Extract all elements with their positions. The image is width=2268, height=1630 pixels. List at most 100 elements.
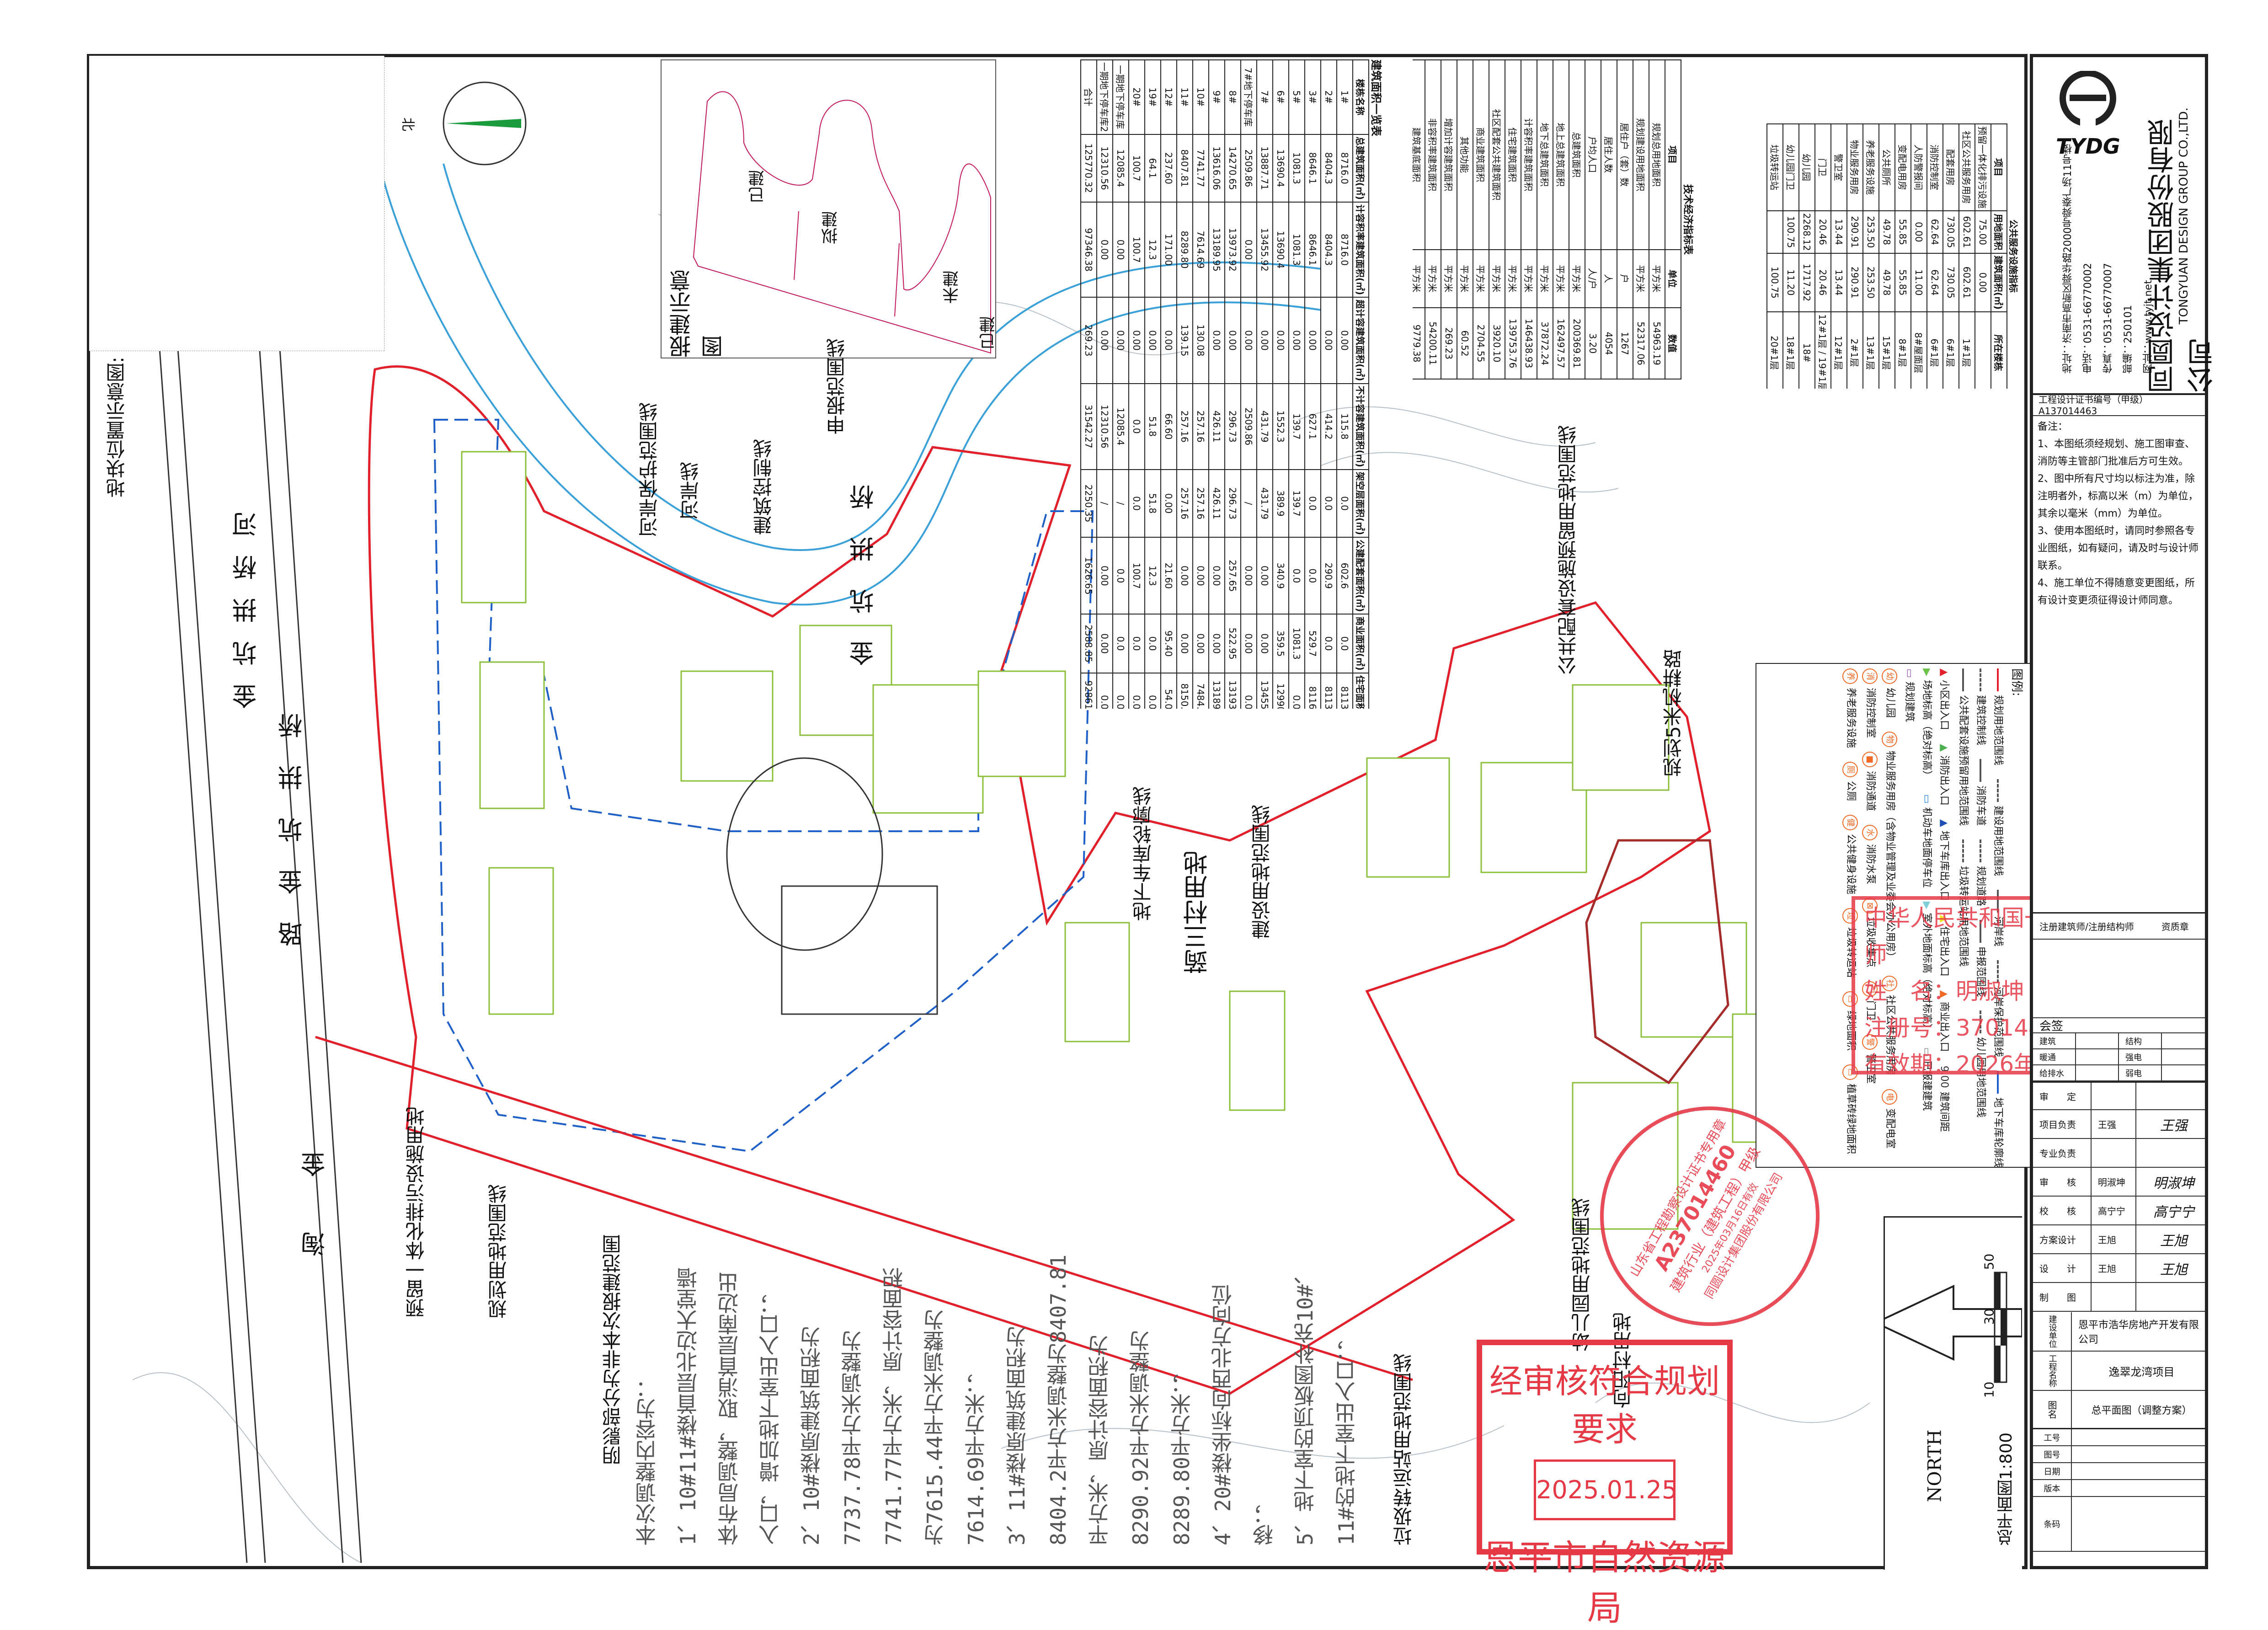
- legend-facility-item: 厕公厕: [1842, 762, 1859, 801]
- facility-table-cell: [1767, 211, 1783, 253]
- river-lines: [379, 163, 1322, 606]
- area-table-cell: 12310.56: [1097, 134, 1113, 203]
- area-table-cell: 0.00: [1305, 297, 1321, 384]
- tech-table-cell: 其他功能: [1457, 60, 1473, 250]
- area-table-cell: 0.0: [1289, 537, 1305, 615]
- area-table-cell: 64.1: [1145, 134, 1161, 203]
- legend-line-item: 建筑控制线: [1974, 668, 1989, 745]
- area-table-cell: 0.00: [1257, 537, 1273, 615]
- facility-table-cell: 290.91: [1847, 211, 1863, 253]
- legend-symbol-icon: ▭: [1921, 794, 1932, 804]
- area-table-cell: 431.79: [1257, 383, 1273, 470]
- facility-table-cell: 8#1层: [1895, 312, 1911, 389]
- area-table-header: 计容积率建筑面积(㎡): [1353, 202, 1369, 298]
- meta-label: 条码: [2033, 1497, 2072, 1551]
- area-table-cell: 0.0: [1337, 469, 1353, 538]
- tech-table-cell: 住宅建筑面积: [1505, 60, 1521, 250]
- area-table-cell: 627.1: [1305, 383, 1321, 470]
- legend-line-label: 公共配套设施预留用地范围线: [1958, 695, 1969, 826]
- area-table-cell: 11#: [1177, 60, 1193, 134]
- area-table-cell: 8404.3: [1321, 202, 1337, 298]
- facility-table-cell: 15#1层: [1879, 312, 1895, 389]
- legend-symbol-icon: ▭: [1904, 668, 1915, 678]
- area-table-cell: 8716.0: [1337, 202, 1353, 298]
- area-table-cell: 269.23: [1081, 297, 1097, 384]
- tech-table-cell: 200369.81: [1569, 308, 1585, 379]
- area-table-cell: 3#: [1305, 60, 1321, 134]
- tech-table-cell: 计容积率建筑面积: [1521, 60, 1537, 250]
- facility-table-cell: 6#1层: [1943, 312, 1959, 389]
- facility-table-header: 用地面积: [1991, 211, 2007, 253]
- legend-facility-label: 消防通道: [1865, 771, 1876, 812]
- legend-line-swatch: [1980, 759, 1981, 782]
- area-table-cell: 13690.4: [1273, 134, 1289, 203]
- legend-facility-item: 消消防控制室: [1862, 668, 1879, 738]
- countersign-cell: [2162, 1065, 2205, 1080]
- tech-table-header: 项目: [1665, 60, 1681, 250]
- label-garbage-line: 垃圾转运站用地范围线: [1393, 1353, 1415, 1545]
- countersign-cell: 结构: [2119, 1033, 2162, 1048]
- facility-table-cell: 2268.12: [1799, 211, 1815, 253]
- area-table-cell: 0.00: [1241, 537, 1257, 615]
- signoff-name: [2092, 1083, 2136, 1109]
- facility-table-cell: 62.64: [1927, 253, 1943, 312]
- scale-tick-50: 50: [1981, 1253, 1997, 1270]
- approval-stamp-authority: 恩平市自然资源局: [1483, 1537, 1726, 1628]
- tech-table-cell: 户均人口: [1585, 60, 1601, 250]
- area-table-cell: 19#: [1145, 60, 1161, 134]
- area-table-cell: 14270.65: [1225, 134, 1241, 203]
- facility-table-cell: 730.05: [1943, 253, 1959, 312]
- area-table-row: 20#100.7100.70.000.00.0100.70.00.0166.75…: [1129, 60, 1145, 709]
- area-table-cell: 0.0: [1113, 537, 1129, 615]
- tech-table-cell: 平方米: [1649, 249, 1665, 308]
- signoff-role: 专业负责: [2033, 1139, 2092, 1167]
- area-table-cell: 1#: [1337, 60, 1353, 134]
- facility-table-cell: 62.64: [1927, 211, 1943, 253]
- area-table-cell: 12#: [1161, 60, 1177, 134]
- area-table-cell: 2509.86: [1241, 134, 1257, 203]
- facility-table-cell: 100.75: [1767, 253, 1783, 312]
- adjustment-note: 4、20#楼坐标向西北方向位移；: [1211, 1284, 1276, 1545]
- legend-line-label: 建筑控制线: [1975, 695, 1986, 746]
- area-table-cell: /: [1113, 469, 1129, 538]
- legend-symbol-label: 规划建筑: [1904, 681, 1915, 722]
- area-table-cell: 0.00: [1337, 297, 1353, 384]
- facility-table-cell: 养老服务设施: [1863, 124, 1879, 211]
- legend-symbol-icon: ▲: [1938, 668, 1950, 676]
- tech-table-cell: 1267: [1617, 308, 1633, 379]
- countersign-cell: 强电: [2119, 1049, 2162, 1064]
- area-table-cell: 0.0: [1145, 614, 1161, 673]
- area-table-cell: 12085.4: [1113, 134, 1129, 203]
- qualification-label: 资质章: [2161, 921, 2189, 932]
- kindergarten-boundary: [1585, 839, 1729, 1085]
- legend-symbol-item: ▲消防出入口: [1938, 744, 1953, 806]
- company-postcode: 邮编：250101: [2123, 305, 2134, 374]
- area-table-cell: 13189.95: [1209, 202, 1225, 298]
- client-row: 建设单位 恩平市浩华房地产开发有限公司: [2033, 1312, 2205, 1352]
- facility-circle-icon: 幼: [1882, 668, 1897, 684]
- facility-table-cell: 253.50: [1863, 253, 1879, 312]
- area-table-cell: 21.60: [1161, 537, 1177, 615]
- tech-table-cell: 平方米: [1489, 249, 1505, 308]
- area-table-cell: 0.0: [1305, 469, 1321, 538]
- area-table-cell: 389.9: [1273, 469, 1289, 538]
- facility-table-cell: 730.05: [1943, 211, 1959, 253]
- legend-line-item: 规划用地范围线: [1992, 668, 2007, 765]
- facility-table-cell: [1975, 312, 1991, 389]
- label-riverbank-line: 河岸线: [679, 462, 702, 519]
